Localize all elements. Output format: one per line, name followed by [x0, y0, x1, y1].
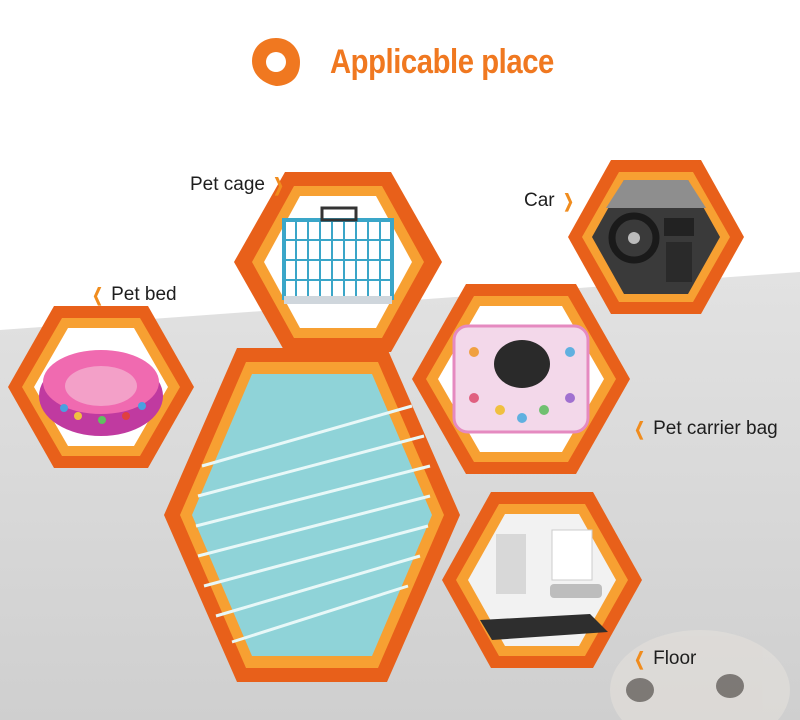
page-title: Applicable place	[330, 42, 554, 81]
place-label-pet-bed: ❮Pet bed	[92, 284, 177, 305]
car-interior-image	[606, 180, 706, 282]
pet-cage-hexagon	[234, 172, 442, 352]
section-header: Applicable place	[248, 34, 590, 90]
place-label-floor: ❮Floor	[634, 648, 697, 669]
pee-pads-image	[195, 404, 431, 644]
chevron-right-icon: ❯	[562, 190, 574, 211]
chevron-left-icon: ❮	[634, 418, 645, 439]
place-label-car: Car❯	[524, 190, 574, 211]
place-label-pet-cage: Pet cage❯	[190, 174, 284, 195]
pet-bed-image	[39, 350, 163, 436]
car-hexagon	[568, 160, 744, 314]
floor-hexagon	[442, 492, 642, 668]
pet-cage-image	[282, 206, 394, 304]
place-label-pet-carrier-bag: ❮Pet carrier bag	[634, 418, 778, 439]
dog-face-watermark	[610, 630, 790, 720]
pet-carrier-bag-hexagon	[412, 284, 630, 474]
floor-room-image	[480, 529, 608, 640]
pee-pads-hexagon	[164, 348, 460, 682]
pet-carrier-bag-image	[452, 324, 590, 434]
chevron-right-icon: ❯	[273, 174, 284, 195]
location-pin-icon	[252, 38, 300, 86]
chevron-left-icon: ❮	[634, 648, 645, 669]
chevron-left-icon: ❮	[92, 284, 103, 305]
pet-bed-hexagon	[8, 306, 194, 468]
